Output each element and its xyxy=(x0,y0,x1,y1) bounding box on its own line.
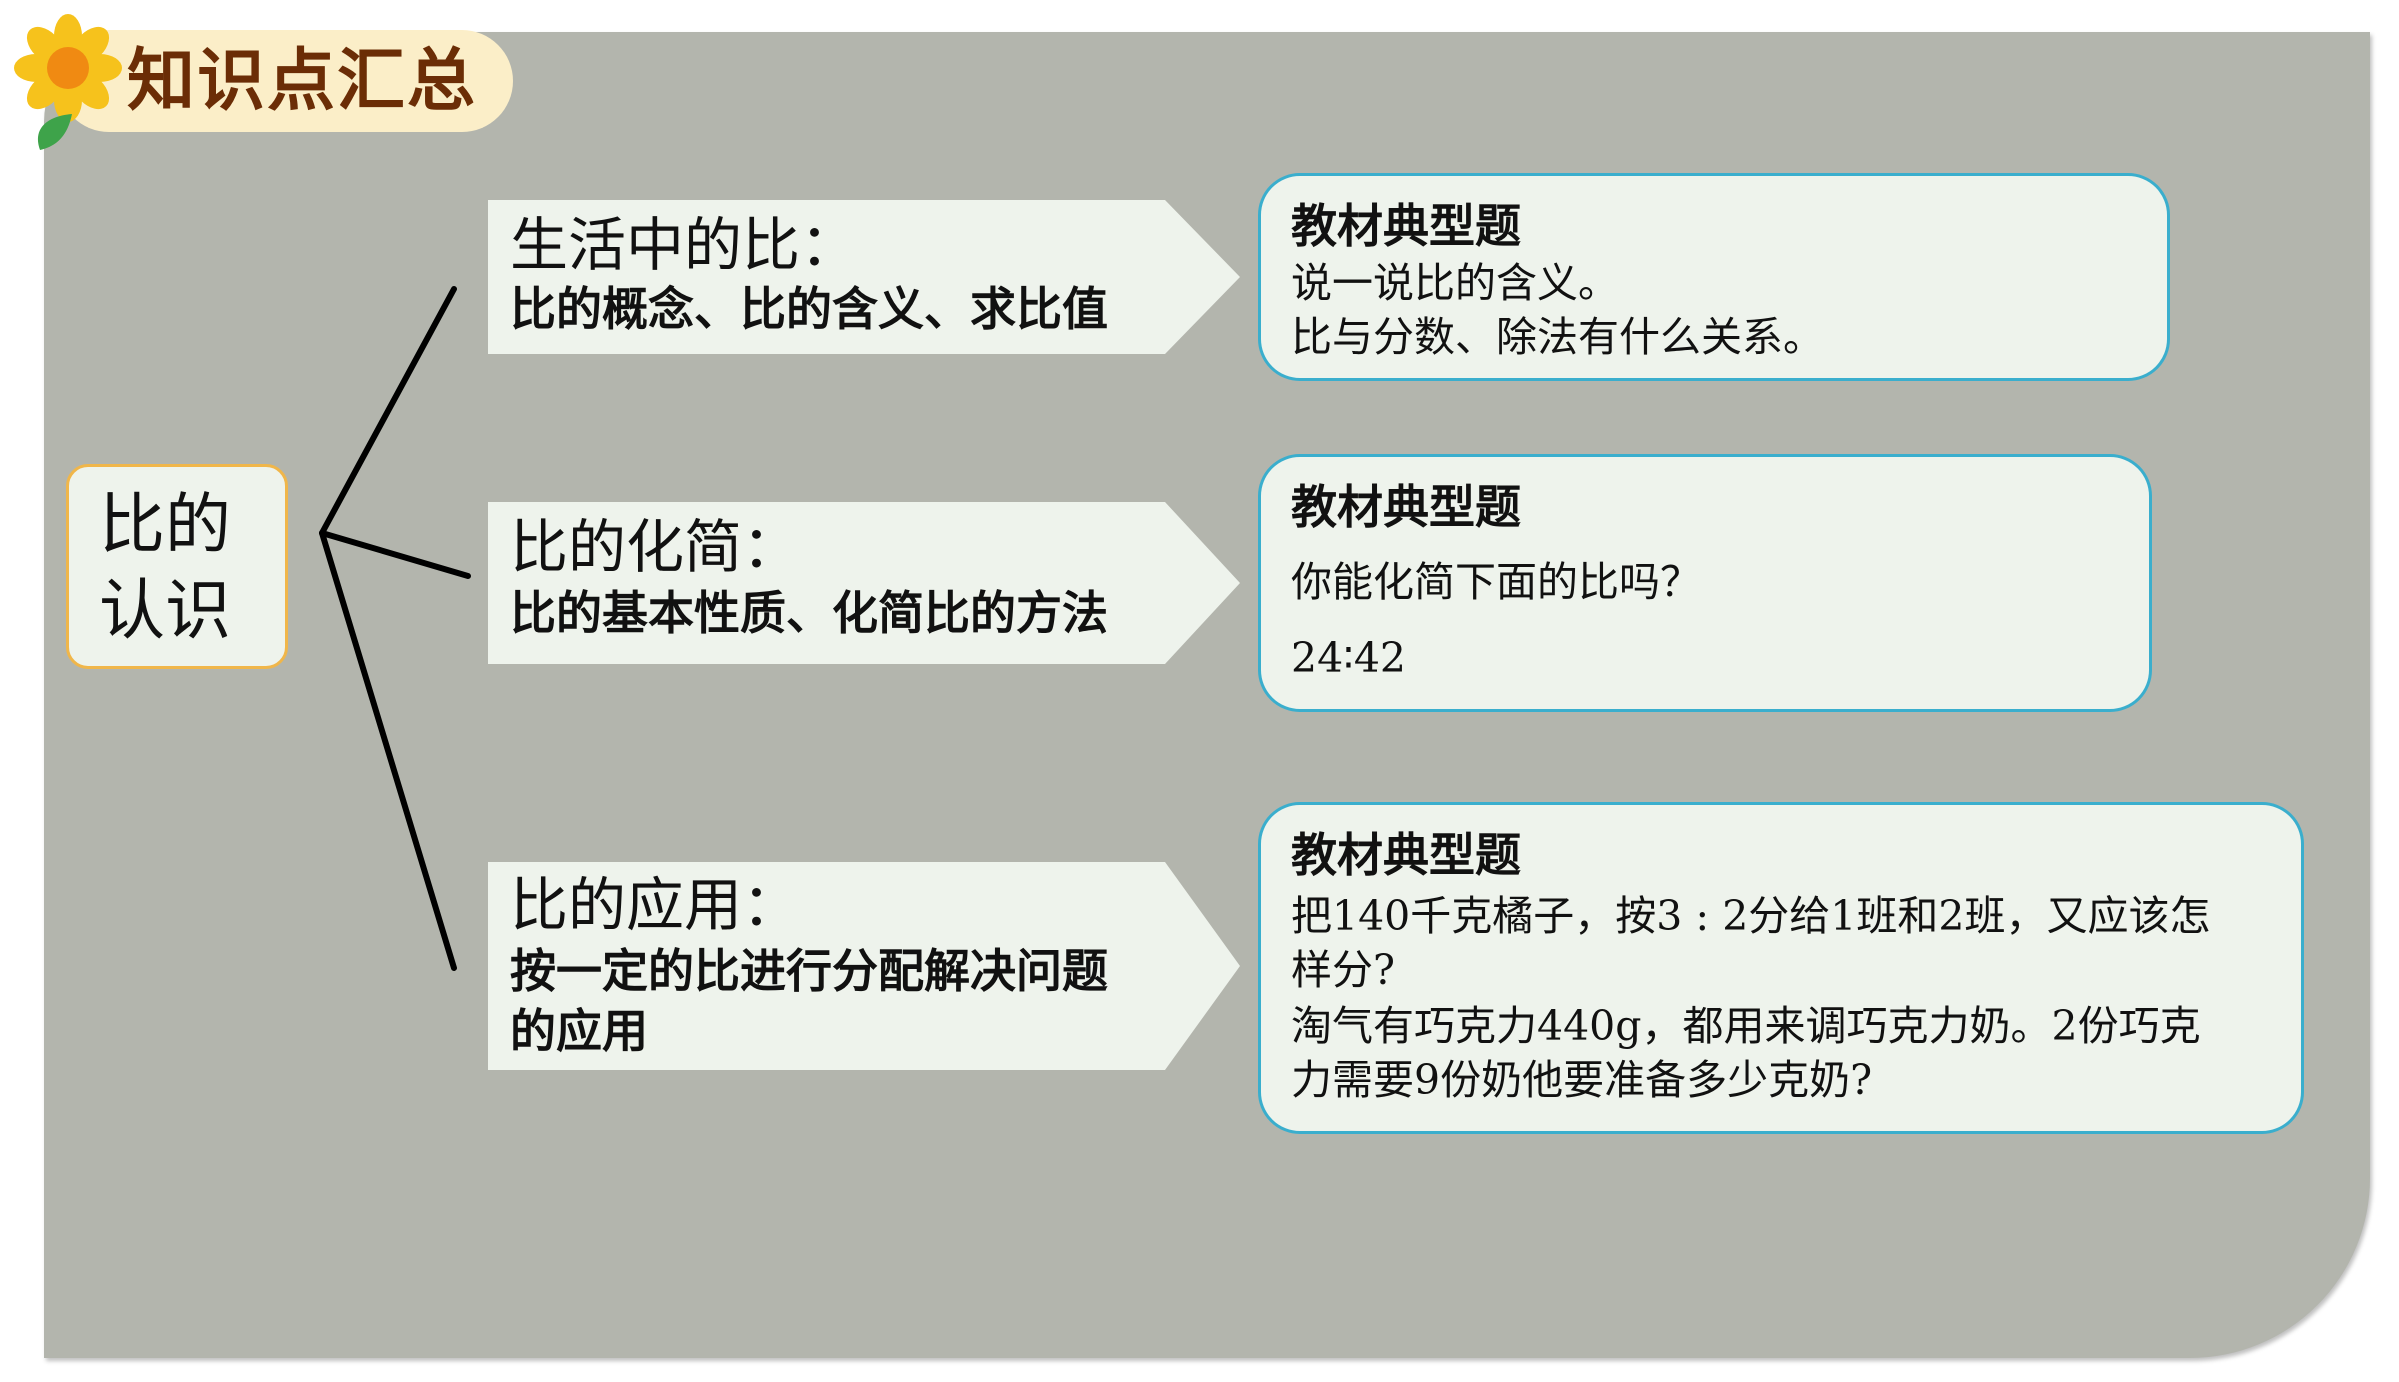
card-title: 教材典型题 xyxy=(1291,480,1521,534)
branch-detail: 的应用 xyxy=(510,1004,648,1058)
page-title: 知识点汇总 xyxy=(127,42,478,121)
branch-heading: 比的应用： xyxy=(510,871,801,939)
branch-detail: 比的基本性质、化简比的方法 xyxy=(510,586,1108,640)
card-line: 样分? xyxy=(1291,946,1395,994)
branch-life-ratio: 生活中的比： 比的概念、比的含义、求比值 xyxy=(488,200,1240,354)
root-label-line2: 认识 xyxy=(99,572,231,649)
title-badge xyxy=(58,30,513,132)
root-node: 比的 认识 xyxy=(66,464,288,669)
sunflower-icon xyxy=(14,14,122,150)
example-card-3: 教材典型题 把140千克橘子，按3 : 2分给1班和2班，又应该怎 样分? 淘气… xyxy=(1258,802,2304,1134)
card-line: 淘气有巧克力440g，都用来调巧克力奶。2份巧克 xyxy=(1291,1002,2201,1050)
branch-apply-ratio: 比的应用： 按一定的比进行分配解决问题 的应用 xyxy=(488,862,1240,1070)
card-line: 比与分数、除法有什么关系。 xyxy=(1291,313,1824,361)
branch-simplify-ratio: 比的化简： 比的基本性质、化简比的方法 xyxy=(488,502,1240,664)
card-line: 力需要9份奶他要准备多少克奶? xyxy=(1291,1056,1873,1104)
branch-detail: 按一定的比进行分配解决问题 xyxy=(510,944,1108,998)
card-line: 你能化简下面的比吗？ xyxy=(1291,558,1701,606)
branch-detail: 比的概念、比的含义、求比值 xyxy=(510,282,1108,336)
branch-heading: 比的化简： xyxy=(510,513,801,581)
ratio-value: 24∶42 xyxy=(1291,634,1407,682)
card-line: 说一说比的含义。 xyxy=(1291,259,1619,307)
example-card-1: 教材典型题 说一说比的含义。 比与分数、除法有什么关系。 xyxy=(1258,173,2170,381)
card-line: 把140千克橘子，按3 : 2分给1班和2班，又应该怎 xyxy=(1291,892,2211,940)
branch-heading: 生活中的比： xyxy=(510,211,859,279)
root-label-line1: 比的 xyxy=(99,486,231,563)
card-title: 教材典型题 xyxy=(1291,199,1521,253)
example-card-2: 教材典型题 你能化简下面的比吗？ 24∶42 xyxy=(1258,454,2152,712)
card-title: 教材典型题 xyxy=(1291,828,1521,882)
